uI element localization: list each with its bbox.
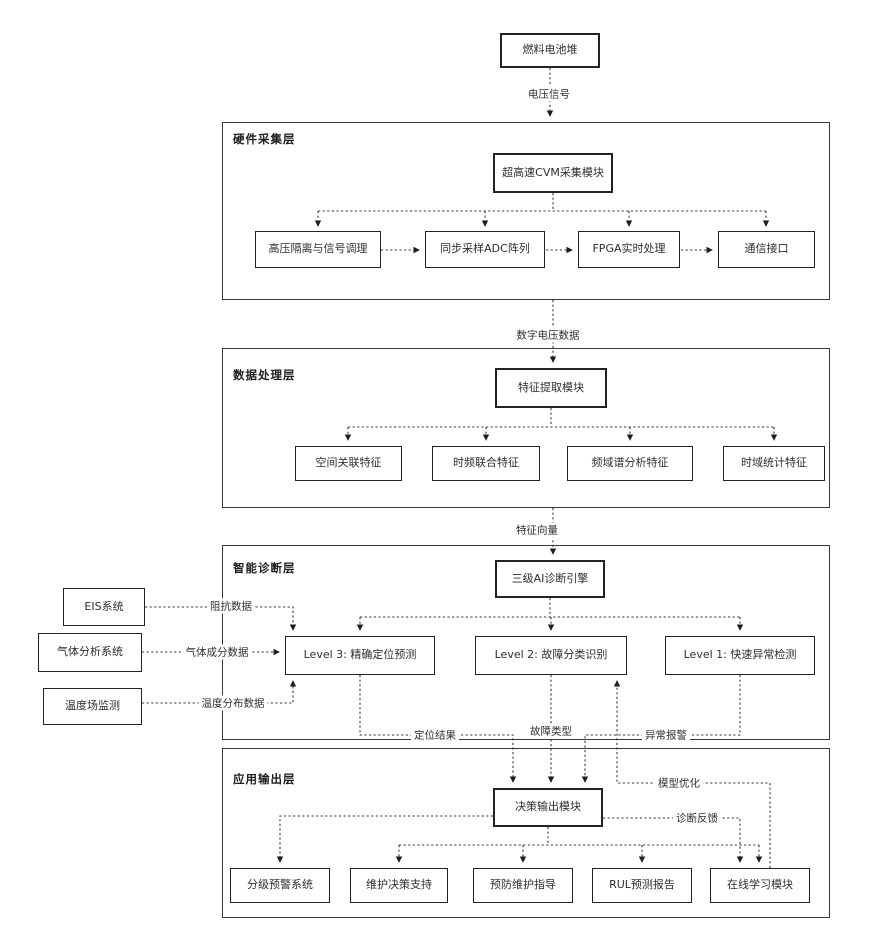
- edge-label-fault-type: 故障类型: [527, 723, 575, 739]
- layer-output: 应用输出层: [222, 748, 830, 918]
- node-eis-system: EIS系统: [63, 588, 145, 626]
- node-adc-array: 同步采样ADC阵列: [425, 231, 545, 268]
- node-feature-extraction: 特征提取模块: [495, 368, 607, 408]
- layer-diagnosis-title: 智能诊断层: [233, 561, 296, 575]
- layer-diagnosis: 智能诊断层: [222, 545, 830, 740]
- node-maintenance-decision-support: 维护决策支持: [350, 868, 448, 903]
- edge-label-voltage-signal: 电压信号: [525, 86, 573, 102]
- node-spectral-features: 频域谱分析特征: [567, 446, 693, 481]
- layer-hardware-title: 硬件采集层: [233, 132, 296, 146]
- node-graded-warning-system: 分级预警系统: [230, 868, 330, 903]
- node-online-learning-module: 在线学习模块: [710, 868, 810, 903]
- edge-label-anomaly-alarm: 异常报警: [642, 727, 690, 743]
- node-fuel-cell-stack: 燃料电池堆: [500, 33, 600, 68]
- layer-data-processing: 数据处理层: [222, 348, 830, 508]
- node-preventive-maintenance-guidance: 预防维护指导: [473, 868, 573, 903]
- node-time-domain-stats-features: 时域统计特征: [723, 446, 825, 481]
- node-spatial-features: 空间关联特征: [295, 446, 402, 481]
- node-time-frequency-features: 时频联合特征: [432, 446, 540, 481]
- edge-label-feature-vector: 特征向量: [513, 522, 561, 538]
- edge-label-temperature-distribution-data: 温度分布数据: [198, 695, 268, 711]
- edge-label-digital-voltage-data: 数字电压数据: [513, 327, 583, 343]
- node-comm-interface: 通信接口: [718, 231, 815, 268]
- node-level2-classification: Level 2: 故障分类识别: [475, 636, 627, 675]
- layer-output-title: 应用输出层: [233, 772, 296, 786]
- node-rul-prediction-report: RUL预测报告: [592, 868, 692, 903]
- node-gas-analysis-system: 气体分析系统: [38, 633, 142, 672]
- edge-label-model-optimization: 模型优化: [655, 775, 703, 791]
- layer-data-processing-title: 数据处理层: [233, 368, 296, 382]
- node-level1-anomaly-detection: Level 1: 快速异常检测: [665, 636, 815, 675]
- node-cvm-module: 超高速CVM采集模块: [493, 153, 613, 193]
- edge-label-impedance-data: 阻抗数据: [207, 598, 255, 614]
- node-level3-localization: Level 3: 精确定位预测: [285, 636, 435, 675]
- node-decision-output: 决策输出模块: [493, 788, 603, 827]
- edge-label-localization-result: 定位结果: [411, 727, 459, 743]
- node-ai-engine: 三级AI诊断引擎: [495, 560, 605, 598]
- node-fpga-processing: FPGA实时处理: [578, 231, 680, 268]
- node-hv-isolation: 高压隔离与信号调理: [255, 231, 381, 268]
- layer-hardware: 硬件采集层: [222, 122, 830, 300]
- edge-label-gas-composition-data: 气体成分数据: [182, 644, 252, 660]
- node-temperature-field-monitoring: 温度场监测: [43, 688, 142, 725]
- edge-label-diagnosis-feedback: 诊断反馈: [673, 810, 721, 826]
